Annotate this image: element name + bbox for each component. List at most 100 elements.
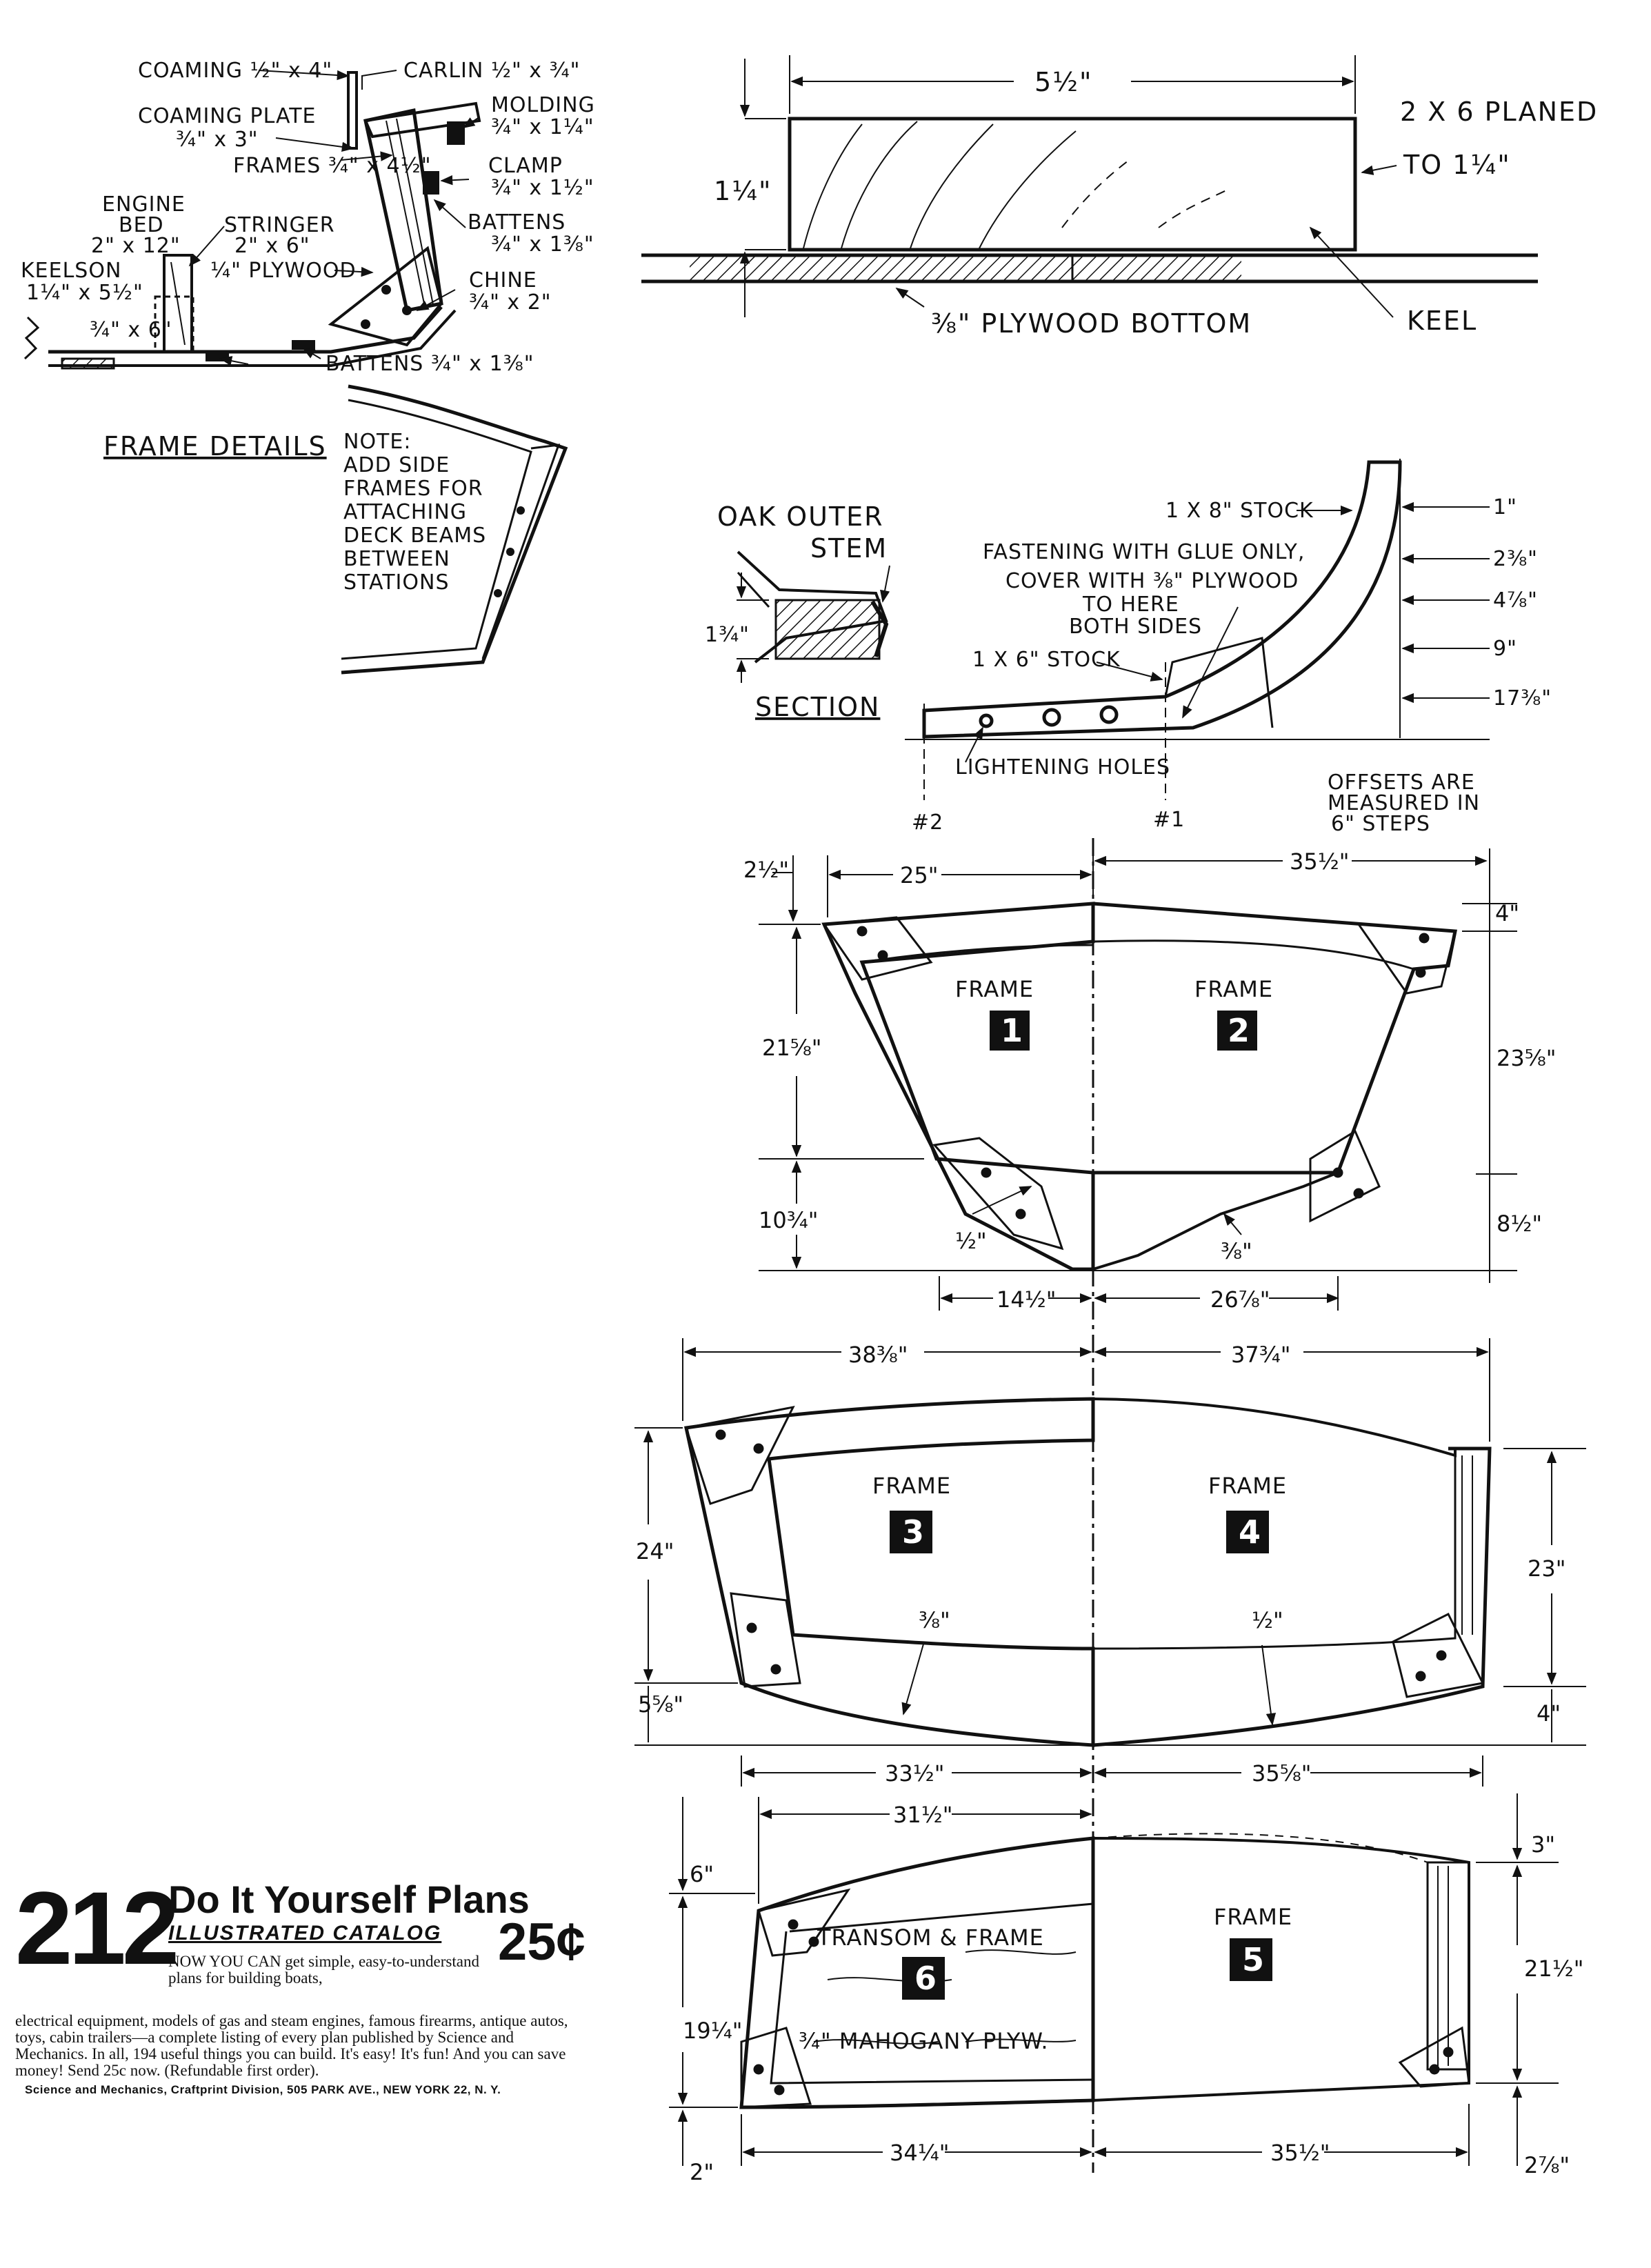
svg-text:23": 23" <box>1528 1555 1565 1582</box>
ad-subtitle: ILLUSTRATED CATALOG <box>168 1922 442 1944</box>
frames-3-4-labels: FRAME 3 FRAME 4 38⅜" 37¾" 24" 23" 5⅝" 4"… <box>636 1342 1565 1787</box>
keel-height-dim: 1¼" <box>714 176 772 206</box>
clamp-label: CLAMP <box>488 154 563 178</box>
stem-thickness-dim: 1¾" <box>705 623 750 647</box>
svg-text:4": 4" <box>1537 1700 1561 1727</box>
svg-text:8½": 8½" <box>1497 1211 1542 1237</box>
keel-detail <box>641 55 1538 318</box>
stem-labels: OAK OUTER STEM 1¾" SECTION 1 X 8" STOCK … <box>705 495 1552 836</box>
svg-text:35½": 35½" <box>1290 848 1349 875</box>
svg-text:5⅝": 5⅝" <box>638 1691 683 1718</box>
svg-text:½": ½" <box>1252 1607 1283 1633</box>
svg-text:35½": 35½" <box>1270 2140 1330 2166</box>
section-label: SECTION <box>755 692 880 722</box>
svg-text:10¾": 10¾" <box>759 1207 818 1233</box>
svg-text:23⅝": 23⅝" <box>1497 1045 1556 1071</box>
fastening-note: FASTENING WITH GLUE ONLY, COVER WITH ⅜" … <box>983 540 1312 639</box>
svg-text:⅜": ⅜" <box>1221 1238 1252 1264</box>
planed-label: 2 X 6 PLANED <box>1400 97 1598 127</box>
engine-bed-label: ENGINE <box>102 192 186 217</box>
station-1-label: #1 <box>1153 808 1185 832</box>
frame-5-label: FRAME <box>1214 1904 1292 1930</box>
molding-label: MOLDING <box>491 93 595 117</box>
frame-3-number: 3 <box>902 1513 924 1551</box>
frame-1-label: FRAME <box>955 976 1034 1002</box>
ad-body: electrical equipment, models of gas and … <box>15 2012 568 2079</box>
svg-text:21⅝": 21⅝" <box>762 1035 821 1061</box>
lightening-holes-label: LIGHTENING HOLES <box>955 755 1170 779</box>
svg-text:CARLIN ½" x ¾": CARLIN ½" x ¾" <box>403 59 580 83</box>
svg-text:2⅜": 2⅜" <box>1493 547 1538 571</box>
svg-text:¾" x 3": ¾" x 3" <box>176 128 259 152</box>
frame-6-number: 6 <box>914 1960 937 1997</box>
svg-text:COAMING ½" x 4": COAMING ½" x 4" <box>138 59 332 83</box>
ad-lead: NOW YOU CAN get simple, easy-to-understa… <box>168 1953 479 1987</box>
svg-text:34¼": 34¼" <box>890 2140 949 2166</box>
svg-text:⅜": ⅜" <box>919 1607 950 1633</box>
frame-details <box>23 70 568 675</box>
ad-number: 212 <box>15 1870 179 1986</box>
battens-bottom-label: BATTENS ¾" x 1⅜" <box>326 352 534 376</box>
svg-text:6": 6" <box>690 1861 714 1887</box>
plywood-label: ¼" PLYWOOD <box>210 259 357 283</box>
frame-details-labels: COAMING ½" x 4" CARLIN ½" x ¾" COAMING P… <box>21 59 595 595</box>
svg-text:2" x 12": 2" x 12" <box>91 234 181 258</box>
frame-5-number: 5 <box>1242 1941 1264 1978</box>
frames-1-2-labels: FRAME 1 FRAME 2 2½" 25" 35½" 4" 21⅝" 23⅝… <box>743 848 1556 1313</box>
station-2-label: #2 <box>912 810 943 835</box>
plywood-bottom-label: ⅜" PLYWOOD BOTTOM <box>931 308 1252 339</box>
keel-label: KEEL <box>1407 306 1477 336</box>
frame-2-number: 2 <box>1228 1012 1250 1049</box>
catalog-advertisement: 212 Do It Yourself Plans ILLUSTRATED CAT… <box>15 1876 594 2104</box>
battens-label: BATTENS <box>468 210 566 235</box>
frame-4-label: FRAME <box>1208 1473 1287 1499</box>
coaming-label: COAMING <box>138 59 243 83</box>
planed-to-label: TO 1¼" <box>1403 150 1511 180</box>
svg-text:¾" x 1½": ¾" x 1½" <box>491 176 594 200</box>
svg-text:24": 24" <box>636 1538 674 1564</box>
frame-2-label: FRAME <box>1194 976 1273 1002</box>
svg-text:31½": 31½" <box>893 1802 952 1828</box>
frame-4-number: 4 <box>1239 1513 1261 1551</box>
svg-text:FRAMES ¾" x 4½": FRAMES ¾" x 4½" <box>233 154 432 178</box>
svg-text:4": 4" <box>1495 900 1519 926</box>
keel-detail-labels: 5½" 1¼" 2 X 6 PLANED TO 1¼" ⅜" PLYWOOD B… <box>714 67 1598 339</box>
frame-6-label: TRANSOM & FRAME <box>817 1924 1044 1951</box>
oak-outer-label: OAK OUTER <box>717 501 884 532</box>
svg-text:25": 25" <box>900 862 938 888</box>
svg-text:38⅜": 38⅜" <box>848 1342 908 1368</box>
svg-text:2" x 6": 2" x 6" <box>234 234 310 258</box>
ad-title: Do It Yourself Plans <box>168 1878 530 1921</box>
svg-text:3": 3" <box>1531 1831 1555 1858</box>
frames-5-6-labels: TRANSOM & FRAME 6 ¾" MAHOGANY PLYW. FRAM… <box>683 1802 1583 2185</box>
svg-text:BED: BED <box>119 213 164 237</box>
svg-text:2": 2" <box>690 2159 714 2185</box>
svg-text:¾" x 1¼": ¾" x 1¼" <box>491 115 594 139</box>
svg-text:2⅞": 2⅞" <box>1524 2152 1570 2178</box>
frames-3-4-drawing <box>634 1338 1586 1787</box>
frames-5-6-drawing <box>669 1793 1559 2166</box>
svg-text:19¼": 19¼" <box>683 2018 742 2044</box>
svg-text:35⅝": 35⅝" <box>1252 1760 1311 1787</box>
frames-1-2-drawing <box>759 848 1517 1311</box>
svg-text:1": 1" <box>1493 495 1517 519</box>
ad-price: 25¢ <box>498 1913 586 1971</box>
svg-text:1¼" x 5½": 1¼" x 5½" <box>26 281 143 305</box>
ad-address: Science and Mechanics, Craftprint Divisi… <box>25 2083 501 2096</box>
svg-text:¾" x 2": ¾" x 2" <box>469 290 552 315</box>
svg-text:14½": 14½" <box>997 1286 1056 1313</box>
svg-text:4⅞": 4⅞" <box>1493 588 1538 613</box>
svg-text:33½": 33½" <box>885 1760 944 1787</box>
frame-1-number: 1 <box>1001 1012 1023 1049</box>
svg-text:26⅞": 26⅞" <box>1210 1286 1270 1313</box>
frames-label: FRAMES <box>233 154 321 178</box>
svg-text:37¾": 37¾" <box>1231 1342 1290 1368</box>
svg-text:9": 9" <box>1493 637 1517 661</box>
carlin-label: CARLIN <box>403 59 483 83</box>
svg-text:17⅜": 17⅜" <box>1493 686 1552 710</box>
chine-label: CHINE <box>469 268 537 292</box>
offsets-note: OFFSETS ARE MEASURED IN 6" STEPS <box>1328 770 1488 836</box>
stock-1x6-label: 1 X 6" STOCK <box>972 648 1121 672</box>
stock-1x8-label: 1 X 8" STOCK <box>1165 499 1314 523</box>
